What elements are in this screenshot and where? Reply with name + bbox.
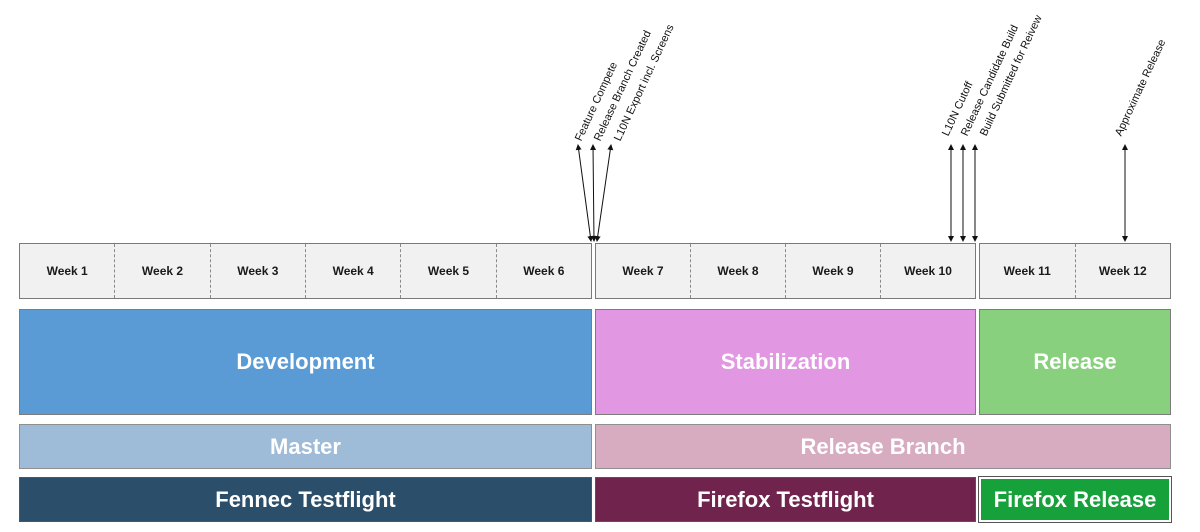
week-12: Week 12 [1098,264,1147,278]
branch-master: Master [19,424,592,469]
timeline-development-weeks: Week 1 Week 2 Week 3 Week 4 Week 5 Week … [19,243,592,299]
distribution-firefox-release: Firefox Release [978,476,1172,523]
phase-development: Development [19,309,592,415]
phase-release: Release [979,309,1171,415]
week-6: Week 6 [523,264,565,278]
week-7: Week 7 [596,244,691,298]
week-5: Week 5 [401,244,497,298]
week-10: Week 10 [904,264,952,278]
week-11: Week 11 [980,244,1076,298]
timeline-stabilization-weeks: Week 7 Week 8 Week 9 Week 10 [595,243,976,299]
branch-release: Release Branch [595,424,1171,469]
week-4: Week 4 [306,244,402,298]
week-9: Week 9 [786,244,881,298]
timeline-release-weeks: Week 11 Week 12 [979,243,1171,299]
week-8: Week 8 [691,244,786,298]
week-3: Week 3 [211,244,306,298]
distribution-firefox-testflight: Firefox Testflight [595,477,976,522]
arrow-feature-complete [575,144,594,242]
phase-stabilization: Stabilization [595,309,976,415]
week-1: Week 1 [20,244,116,298]
distribution-fennec-testflight: Fennec Testflight [19,477,592,522]
week-2: Week 2 [115,244,211,298]
arrow-release-branch-created [590,144,597,242]
arrow-l10n-export [594,144,614,242]
